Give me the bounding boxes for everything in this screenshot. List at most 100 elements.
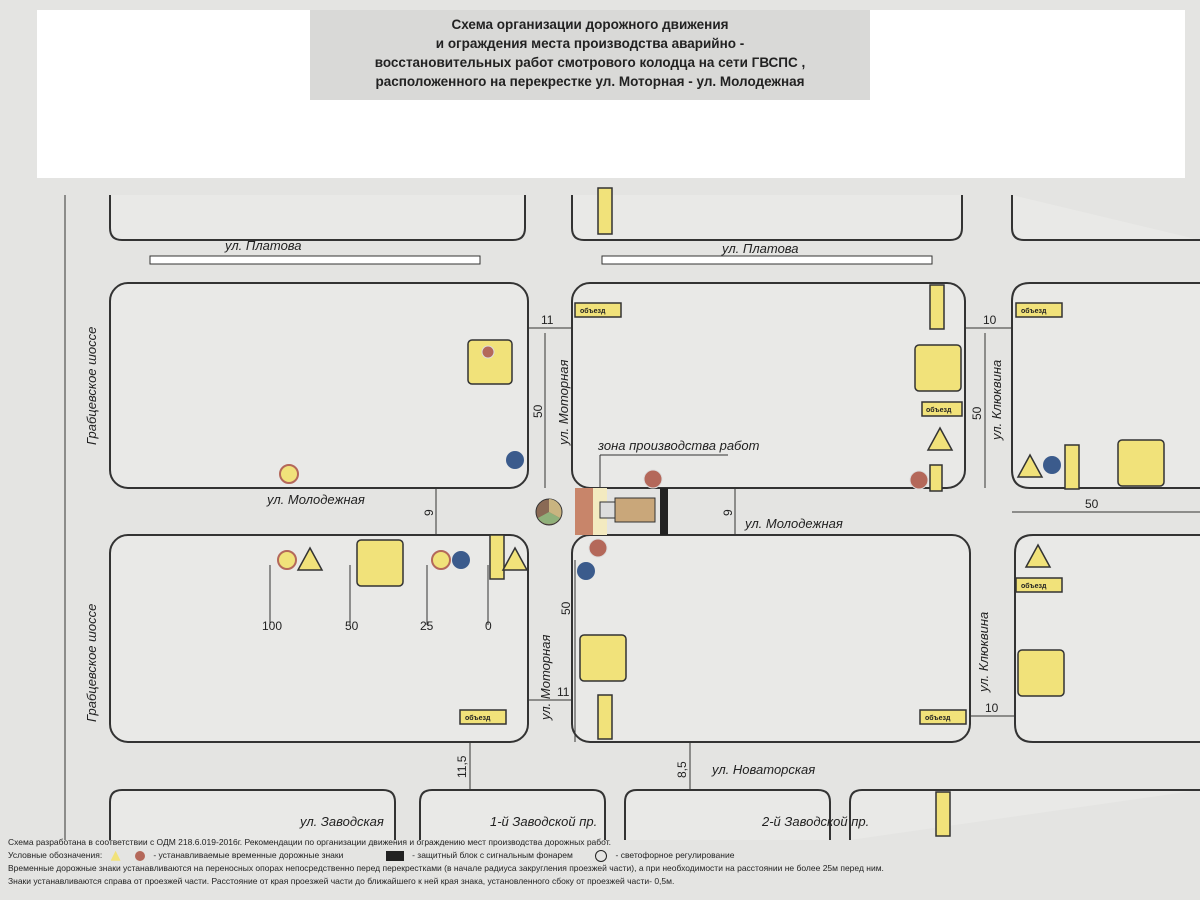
barrier: [575, 488, 593, 535]
scheme-detour-sign: [1017, 649, 1065, 697]
detour-sign: объезд: [921, 401, 963, 417]
legend-note: Схема разработана в соответствии с ОДМ 2…: [8, 837, 612, 847]
city-block: [1011, 195, 1200, 241]
dimension-label: 11: [557, 685, 570, 699]
distance-label: 25: [420, 619, 434, 633]
legend-text: - защитный блок с сигнальным фонарем: [412, 850, 573, 860]
dimension-label: 10: [983, 313, 997, 327]
no-entry-icon: [134, 850, 145, 861]
detour-sign-vertical: [597, 694, 613, 740]
speed-limit-sign: [277, 550, 297, 570]
title-line: расположенного на перекрестке ул. Моторн…: [375, 74, 805, 89]
dimension-lines: [269, 327, 1200, 790]
detour-sign-vertical: [929, 284, 945, 330]
road-works-sign: [501, 546, 529, 571]
direction-sign: [452, 551, 470, 569]
traffic-light-icon: [535, 498, 563, 526]
street-label: ул. Моторная: [538, 635, 553, 721]
legend-note: Знаки устанавливаются справа от проезжей…: [8, 876, 675, 886]
svg-text:объезд: объезд: [926, 406, 952, 414]
street-label: 1-й Заводской пр.: [490, 814, 597, 829]
legend-symbols: Условные обозначения: - устанавливаемые …: [8, 849, 1008, 862]
dimension-label: 9: [422, 509, 436, 516]
legend-text: - устанавливаемые временные дорожные зна…: [153, 850, 344, 860]
dimension-label: 10: [985, 701, 999, 715]
legend-note: Временные дорожные знаки устанавливаются…: [8, 863, 884, 873]
dimension-label: 50: [531, 404, 545, 418]
protective-block-icon: [385, 850, 404, 861]
city-block: [571, 534, 971, 743]
street-label: ул. Платова: [721, 241, 799, 256]
detour-sign: объезд: [919, 709, 967, 725]
dimension-label: 50: [1085, 497, 1099, 511]
detour-sign-vertical: [489, 534, 505, 580]
detour-sign-vertical: [597, 187, 613, 235]
street-label: Грабцевское шоссе: [84, 327, 99, 445]
city-block: [624, 789, 831, 840]
detour-sign: объезд: [1015, 577, 1063, 593]
city-block: [571, 282, 966, 489]
scheme-detour-sign: [467, 339, 513, 385]
title-line: восстановительных работ смотрового колод…: [374, 55, 806, 70]
svg-text:объезд: объезд: [465, 714, 491, 722]
detour-sign: объезд: [1015, 302, 1063, 318]
city-block: [109, 789, 396, 840]
city-block: [571, 195, 963, 241]
detour-sign-vertical: [1064, 444, 1080, 490]
dimension-label: 9: [721, 509, 735, 516]
street-label: ул. Новаторская: [711, 762, 815, 777]
dimension-label: 8,5: [675, 761, 689, 778]
street-label: ул. Молодежная: [744, 516, 843, 531]
median: [149, 255, 481, 265]
speed-limit-sign: [431, 550, 451, 570]
scheme-detour-sign: [356, 539, 404, 587]
distance-label: 100: [262, 619, 282, 633]
no-entry-sign: [909, 470, 929, 490]
diagram-title: Схема организации дорожного движения и о…: [310, 10, 870, 100]
dimension-label: 50: [970, 406, 984, 420]
svg-text:объезд: объезд: [925, 714, 951, 722]
svg-text:объезд: объезд: [1021, 307, 1047, 315]
median: [601, 255, 933, 265]
city-block: [109, 282, 529, 489]
scheme-detour-sign: [914, 344, 962, 392]
no-entry-sign: [643, 469, 663, 489]
distance-label: 50: [345, 619, 359, 633]
direction-sign: [506, 451, 524, 469]
work-zone-label: зона производства работ: [597, 438, 760, 453]
legend-label: Условные обозначения:: [8, 850, 103, 860]
street-label: Грабцевское шоссе: [84, 604, 99, 722]
warning-sign-icon: [110, 850, 121, 861]
truck-cab: [599, 501, 616, 519]
dimension-label: 11,5: [455, 755, 469, 778]
sign-plate: [929, 464, 943, 492]
legend: Схема разработана в соответствии с ОДМ 2…: [8, 836, 1008, 888]
distance-label: 0: [485, 619, 492, 633]
title-line: Схема организации дорожного движения: [451, 17, 729, 32]
road-works-sign: [926, 426, 954, 451]
detour-sign: объезд: [459, 709, 507, 725]
svg-text:объезд: объезд: [580, 307, 606, 315]
street-label: ул. Клюквина: [989, 360, 1004, 441]
city-block: [109, 534, 529, 743]
direction-sign: [1043, 456, 1061, 474]
detour-sign-vertical: [935, 791, 951, 837]
direction-sign: [577, 562, 595, 580]
street-label: ул. Платова: [224, 238, 302, 253]
legend-text: - светофорное регулирование: [615, 850, 735, 860]
detour-sign: объезд: [574, 302, 622, 318]
street-label: ул. Молодежная: [266, 492, 365, 507]
dimension-label: 11: [541, 313, 554, 327]
city-block: [419, 789, 606, 840]
no-entry-sign: [588, 538, 608, 558]
dimension-label: 50: [559, 601, 573, 615]
svg-text:объезд: объезд: [1021, 582, 1047, 590]
traffic-light-icon: [595, 849, 608, 862]
speed-limit-sign: [279, 464, 299, 484]
road-works-sign: [1024, 543, 1052, 568]
road-works-sign: [296, 546, 324, 571]
street-label: 2-й Заводской пр.: [761, 814, 869, 829]
no-entry-sign: [481, 345, 495, 359]
city-block: [1011, 282, 1200, 489]
scheme-detour-sign: [579, 634, 627, 682]
